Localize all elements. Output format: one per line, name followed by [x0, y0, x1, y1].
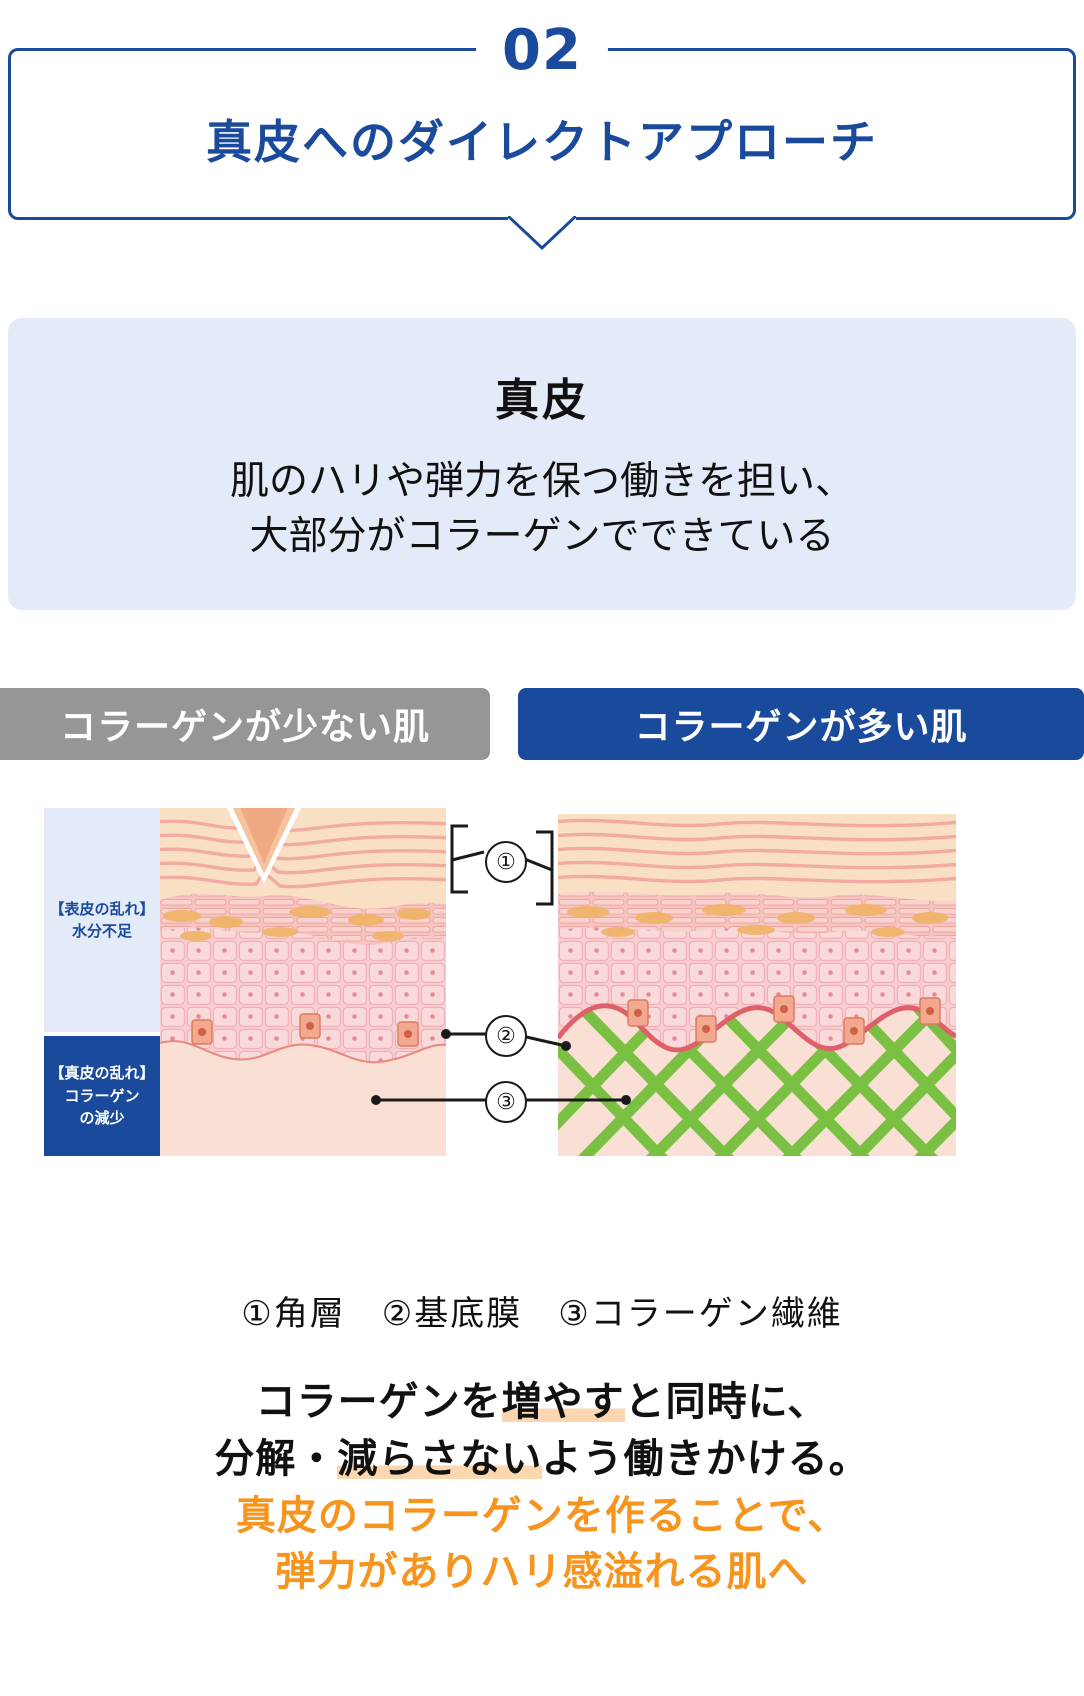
skin-side-legend: 【表皮の乱れ】 水分不足 【真皮の乱れ】 コラーゲン の減少 — [44, 808, 160, 1156]
tab-low-collagen-skin[interactable]: コラーゲンが少ない肌 — [0, 688, 490, 760]
info-card-body-line-2: 大部分がコラーゲンでできている — [249, 514, 835, 559]
side-legend-dermis-detail-2: の減少 — [79, 1109, 125, 1128]
skin-cross-section-diagram: 【表皮の乱れ】 水分不足 【真皮の乱れ】 コラーゲン の減少 — [0, 808, 1084, 1250]
skin-panel-high-collagen — [558, 808, 956, 1156]
tab-high-collagen-skin[interactable]: コラーゲンが多い肌 — [518, 688, 1084, 760]
summary-line-3: 真皮のコラーゲンを作ることで、 — [235, 1492, 849, 1539]
side-legend-dermis: 【真皮の乱れ】 コラーゲン の減少 — [44, 1036, 160, 1156]
summary-line-2: 分解・減らさないよう働きかける。 — [0, 1431, 1084, 1488]
callout-marker-1-label: ① — [496, 849, 516, 875]
summary-line-1-part-b: と同時に、 — [624, 1379, 829, 1425]
summary-line-1-highlight: 増やす — [501, 1379, 625, 1425]
info-card-title: 真皮 — [495, 374, 589, 426]
side-legend-epidermis-heading: 【表皮の乱れ】 — [49, 899, 155, 918]
summary-line-2-part-b: よう働きかける。 — [541, 1435, 870, 1482]
summary-line-1: コラーゲンを増やすと同時に、 — [0, 1374, 1084, 1431]
skin-illustration-low-collagen — [160, 808, 446, 1156]
dermis-info-card: 真皮 肌のハリや弾力を保つ働きを担い、 大部分がコラーゲンでできている — [8, 318, 1076, 610]
skin-art-high-collagen — [558, 808, 956, 1156]
skin-panel-low-collagen: 【表皮の乱れ】 水分不足 【真皮の乱れ】 コラーゲン の減少 — [44, 808, 446, 1156]
info-card-body: 肌のハリや弾力を保つ働きを担い、 大部分がコラーゲンでできている — [230, 454, 854, 565]
step-number-label: 02 — [502, 17, 582, 83]
header-banner: 02 真皮へのダイレクトアプローチ — [8, 4, 1076, 251]
comparison-tabs: コラーゲンが少ない肌 コラーゲンが多い肌 — [0, 688, 1084, 770]
callout-marker-2-label: ② — [496, 1023, 516, 1049]
skin-illustration-high-collagen — [558, 808, 956, 1156]
summary-line-2-part-a: 分解・ — [214, 1435, 338, 1482]
summary-line-2-highlight: 減らさない — [337, 1435, 542, 1482]
summary-line-1-part-a: コラーゲンを — [255, 1379, 502, 1425]
step-number-badge: 02 — [476, 4, 608, 96]
tab-high-collagen-skin-label: コラーゲンが多い肌 — [634, 707, 968, 748]
banner-down-arrow-icon — [508, 216, 576, 251]
side-legend-dermis-heading: 【真皮の乱れ】 — [49, 1064, 155, 1083]
skin-art-low-collagen — [160, 808, 446, 1156]
diagram-legend: ①角層 ②基底膜 ③コラーゲン繊維 — [241, 1294, 843, 1334]
callout-marker-2: ② — [485, 1015, 527, 1057]
banner-notch-mask — [508, 214, 576, 224]
summary-line-4: 弾力がありハリ感溢れる肌へ — [275, 1549, 809, 1596]
callout-marker-3: ③ — [485, 1081, 527, 1123]
info-card-body-line-1: 肌のハリや弾力を保つ働きを担い、 — [229, 458, 854, 504]
callout-marker-1: ① — [485, 841, 527, 883]
page-title: 真皮へのダイレクトアプローチ — [206, 115, 878, 169]
side-legend-dermis-detail-1: コラーゲン — [64, 1086, 140, 1105]
side-legend-epidermis: 【表皮の乱れ】 水分不足 — [44, 808, 160, 1032]
tab-low-collagen-skin-label: コラーゲンが少ない肌 — [59, 707, 430, 748]
side-legend-epidermis-detail: 水分不足 — [71, 922, 132, 940]
summary-copy: コラーゲンを増やすと同時に、 分解・減らさないよう働きかける。 真皮のコラーゲン… — [0, 1374, 1084, 1601]
callout-marker-3-label: ③ — [496, 1089, 516, 1115]
